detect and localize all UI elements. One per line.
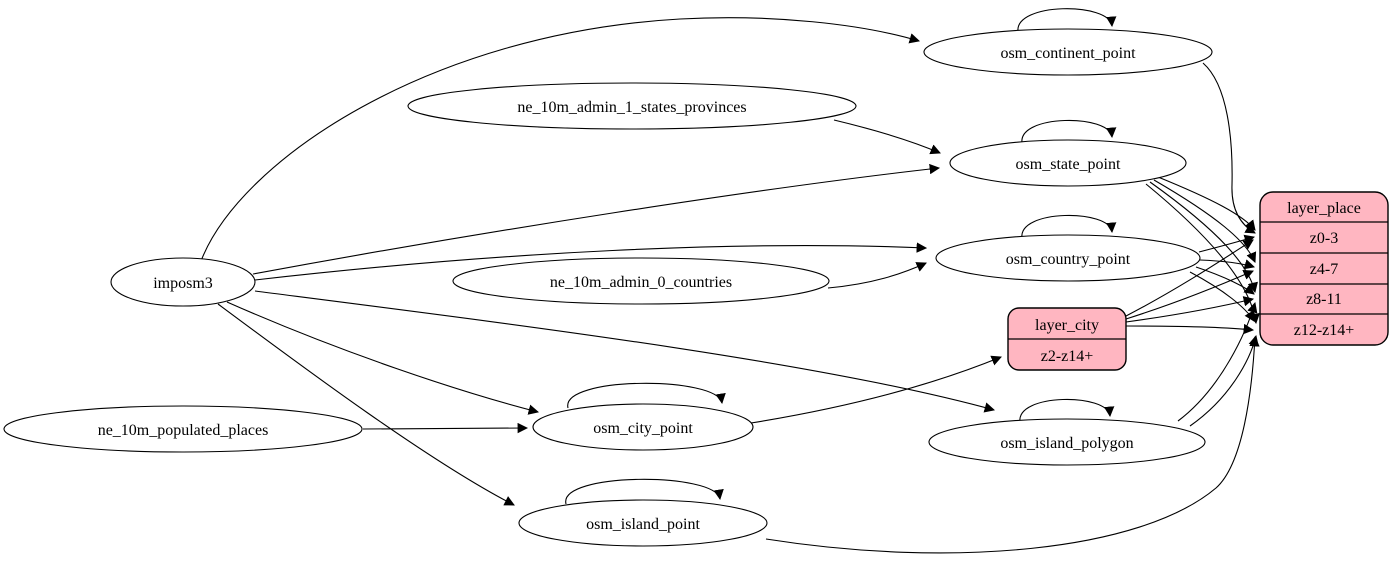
node-osm_island_polygon: osm_island_polygon [928, 418, 1206, 466]
edge-imposm3-to-osm_continent_point [200, 17, 921, 262]
node-osm_island_polygon-label: osm_island_polygon [1000, 435, 1133, 452]
node-ne_10m_admin_0_countries-label: ne_10m_admin_0_countries [550, 274, 732, 291]
self-loop-osm_continent_point [1017, 8, 1117, 33]
node-ne_10m_admin_1_states_provinces-label: ne_10m_admin_1_states_provinces [517, 99, 746, 116]
node-ne_10m_populated_places-label: ne_10m_populated_places [98, 422, 269, 439]
record-layer_city-row-z2-z14: z2-z14+ [1041, 348, 1094, 365]
edge-ne_10m_admin_1_states_provinces-to-osm_state_point [833, 119, 941, 155]
edge-imposm3-to-osm_island_point [217, 303, 515, 506]
edge-osm_island_polygon-to-layer_place-z8-11 [1177, 301, 1258, 422]
node-osm_island_point-shape [518, 499, 768, 547]
node-osm_country_point: osm_country_point [935, 234, 1201, 282]
record-layer_place-row-z8-11: z8-11 [1306, 291, 1342, 308]
node-osm_city_point-shape [532, 403, 754, 451]
node-osm_island_point-label: osm_island_point [586, 516, 700, 533]
node-osm_city_point-label: osm_city_point [593, 420, 693, 437]
node-osm_continent_point-shape [923, 28, 1213, 76]
node-osm_country_point-shape [935, 234, 1201, 282]
node-ne_10m_admin_1_states_provinces-shape [407, 82, 857, 130]
record-layer_place: layer_place z0-3 z4-7 z8-11 z12-z14+ [1259, 191, 1389, 346]
node-osm_state_point: osm_state_point [949, 139, 1187, 187]
node-osm_continent_point: osm_continent_point [923, 28, 1213, 76]
node-ne_10m_admin_0_countries: ne_10m_admin_0_countries [452, 257, 830, 305]
node-ne_10m_populated_places-shape [3, 405, 363, 453]
edge-osm_continent_point-to-layer_place-z0-3 [1202, 62, 1256, 234]
self-loop-osm_city_point [567, 382, 726, 409]
node-ne_10m_populated_places: ne_10m_populated_places [3, 405, 363, 453]
record-layer_city-title: layer_city [1035, 317, 1099, 334]
edge-osm_country_point-to-layer_place-z12-z14 [1189, 271, 1255, 322]
node-osm_continent_point-label: osm_continent_point [1000, 45, 1136, 62]
edge-layer_city-to-layer_place-z4-7 [1125, 269, 1254, 320]
edge-osm_island_point-to-layer_place-z12-z14 [765, 335, 1260, 554]
node-osm_city_point: osm_city_point [532, 403, 754, 451]
self-loop-osm_island_polygon [1019, 398, 1115, 423]
edge-layer_city-to-layer_place-z0-3 [1125, 239, 1254, 317]
node-ne_10m_admin_1_states_provinces: ne_10m_admin_1_states_provinces [407, 82, 857, 130]
node-imposm3-label: imposm3 [153, 275, 213, 292]
edge-imposm3-to-osm_state_point [252, 163, 941, 275]
edge-imposm3-to-osm_island_polygon [254, 290, 996, 413]
record-layer_place-row-z12-z14: z12-z14+ [1294, 322, 1355, 339]
edges [200, 8, 1260, 554]
record-layer_place-box [1259, 191, 1389, 346]
edge-osm_state_point-to-layer_place-z8-11 [1149, 181, 1258, 294]
edge-osm_country_point-to-layer_place-z4-7 [1199, 259, 1256, 270]
edge-ne_10m_admin_0_countries-to-osm_country_point [827, 262, 927, 289]
record-layer_place-row-z0-3: z0-3 [1310, 230, 1338, 247]
edge-osm_country_point-to-layer_place-z0-3 [1198, 234, 1256, 253]
self-loop-osm_country_point [1021, 214, 1117, 239]
edge-layer_city-to-layer_place-z8-11 [1125, 296, 1255, 323]
node-osm_country_point-label: osm_country_point [1006, 251, 1131, 268]
node-osm_island_point: osm_island_point [518, 499, 768, 547]
edge-imposm3-to-osm_city_point [226, 301, 540, 415]
node-osm_island_polygon-shape [928, 418, 1206, 466]
node-imposm3: imposm3 [110, 257, 256, 307]
edge-layer_city-to-layer_place-z12-z14 [1125, 323, 1255, 335]
edge-imposm3-to-osm_country_point [254, 242, 928, 281]
node-ne_10m_admin_0_countries-shape [452, 257, 830, 305]
self-loop-osm_state_point [1021, 119, 1117, 144]
edge-osm_island_polygon-to-layer_place-z12-z14 [1189, 334, 1259, 427]
record-layer_place-title: layer_place [1287, 200, 1361, 217]
node-osm_state_point-label: osm_state_point [1016, 156, 1121, 173]
nodes: imposm3 ne_10m_admin_1_states_provinces … [3, 28, 1213, 547]
self-loop-osm_island_point [565, 478, 724, 505]
node-imposm3-shape [110, 257, 256, 307]
node-osm_state_point-shape [949, 139, 1187, 187]
record-layer_place-row-z4-7: z4-7 [1310, 261, 1338, 278]
edge-ne_10m_populated_places-to-osm_city_point [362, 422, 529, 434]
edge-osm_country_point-to-layer_place-z8-11 [1195, 266, 1255, 295]
record-layer_city: layer_city z2-z14+ [1007, 307, 1127, 371]
edge-osm_state_point-to-layer_place-z0-3 [1157, 176, 1256, 231]
edge-osm_state_point-to-layer_place-z4-7 [1153, 179, 1257, 263]
edge-osm_city_point-to-layer_city-z2-z14 [750, 355, 1002, 424]
